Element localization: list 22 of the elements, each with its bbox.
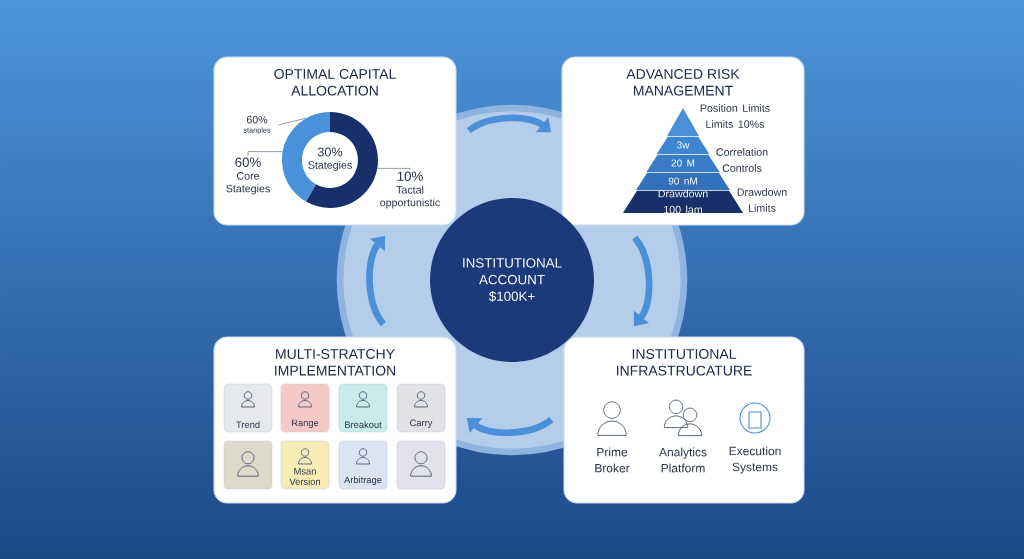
pyramid-label: Position Limits Limits 10%s: [700, 104, 770, 128]
strategy-tile: Range: [280, 383, 330, 433]
strategy-tile: [223, 440, 273, 490]
chart-label: 30%: [317, 147, 343, 157]
leader-line: [247, 151, 283, 157]
strategy-tile: Msan Version: [280, 440, 330, 490]
strategy-tile: Trend: [223, 383, 273, 433]
chart-label: Stategies: [308, 161, 352, 171]
leader-line: [278, 117, 307, 126]
pyramid-band: 3w: [656, 136, 710, 154]
pyramid-band: 90 nM: [636, 172, 730, 190]
infrastructure-label: Prime Broker: [595, 447, 630, 473]
strategy-tile: Carry: [396, 383, 446, 433]
chart-label: 60% Core Stategies: [226, 157, 270, 195]
strategy-tile: [396, 440, 446, 490]
infrastructure-label: Execution Systems: [729, 446, 781, 474]
strategy-tile: Breakout: [338, 383, 388, 433]
donut-drawing: [282, 112, 378, 208]
infrastructure-label: Analytics Platform: [659, 447, 707, 473]
pyramid-top: [667, 108, 699, 136]
strategy-tile: Arbitrage: [338, 440, 388, 490]
leader-line: [377, 168, 411, 171]
